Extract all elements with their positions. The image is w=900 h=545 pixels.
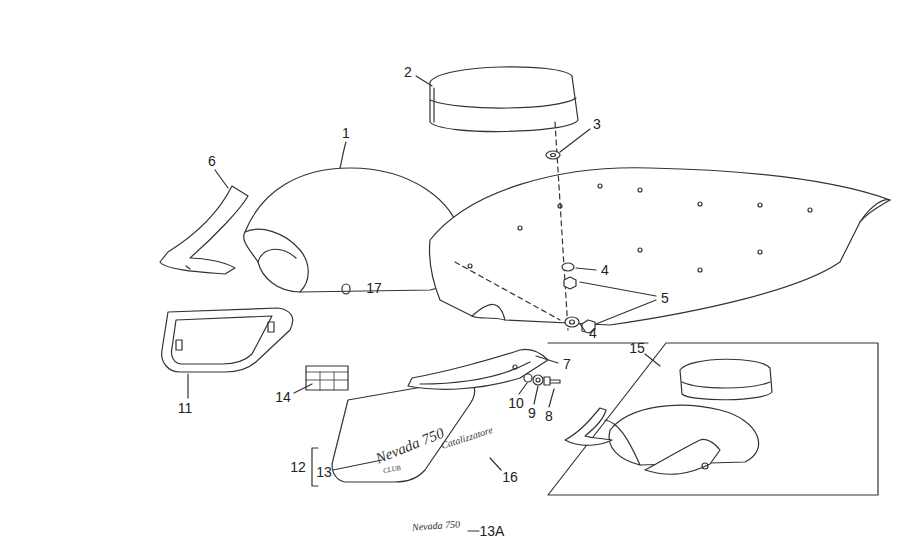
callout-number: 16 [502,470,518,484]
callout-number: 13 [316,465,332,479]
callout-number: 8 [545,409,553,423]
callout-number: 4 [601,263,609,277]
callout-number: 9 [528,406,536,420]
callout-number: 14 [275,390,291,404]
callout-number: 1 [342,126,350,140]
seat-hole [342,284,350,294]
callout-number: 6 [208,154,216,168]
callout-number: 15 [629,341,645,355]
callout-number: 17 [366,281,382,295]
callout-number: 12 [290,460,306,474]
logo-text: Nevada 750 [412,519,461,532]
callout-number: 2 [404,65,412,79]
callout-number: 5 [661,291,669,305]
callout-number: 11 [178,401,193,415]
callout-number: 13A [480,524,505,538]
callout-number: 7 [563,357,571,371]
callout-number: 10 [508,396,524,410]
callout-number: 3 [593,117,601,131]
callout-number: 4 [589,326,597,340]
